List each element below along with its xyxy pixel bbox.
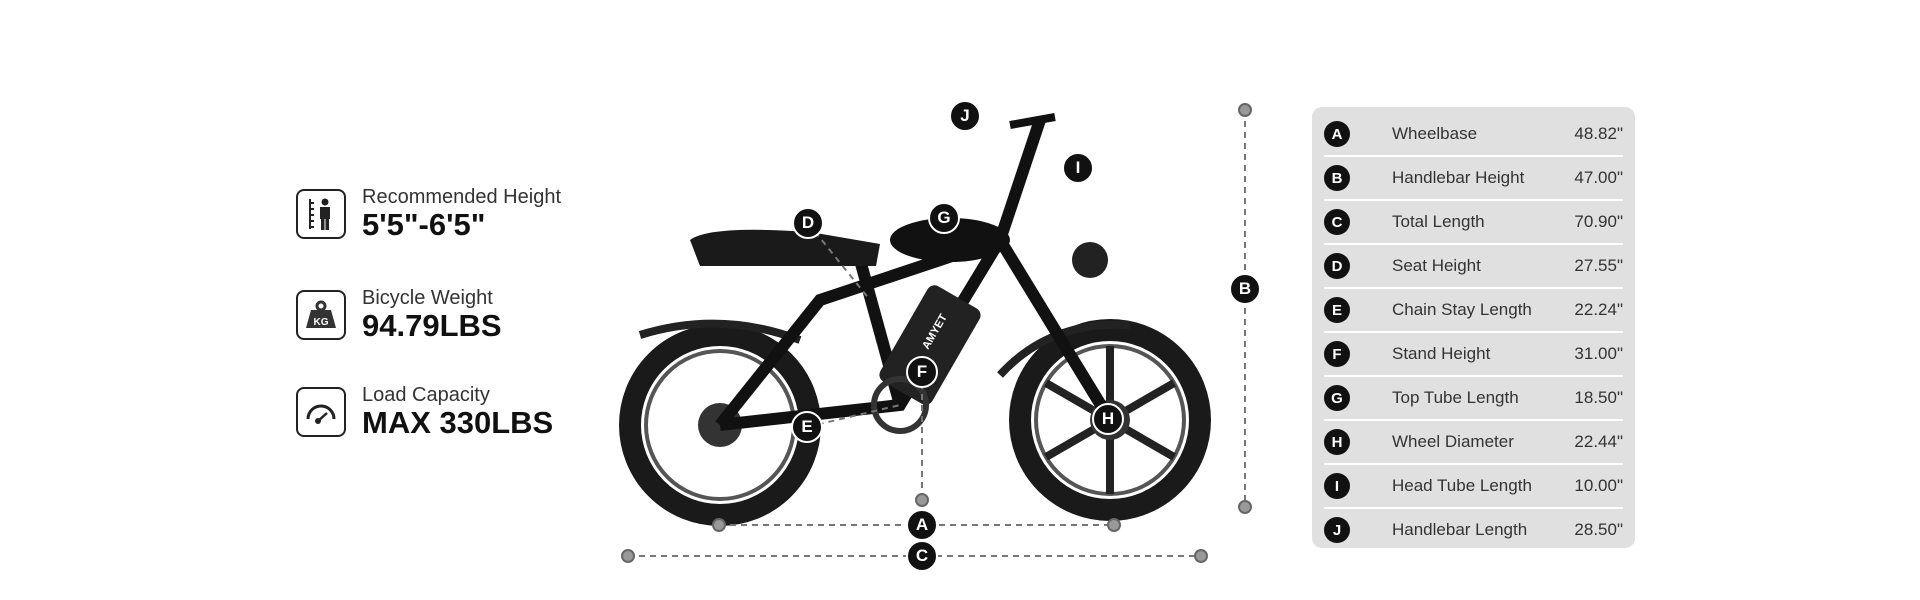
tank bbox=[890, 218, 1010, 262]
spec-row: G Top Tube Length 18.50" bbox=[1324, 377, 1623, 421]
spec-key-badge: G bbox=[1324, 385, 1350, 411]
spec-value: 70.90" bbox=[1574, 212, 1623, 231]
spec-name: Total Length bbox=[1392, 212, 1485, 231]
seat bbox=[690, 229, 880, 266]
dimension-endpoints bbox=[621, 103, 1252, 563]
spec-name: Chain Stay Length bbox=[1392, 300, 1532, 319]
feature-value: MAX 330LBS bbox=[362, 405, 554, 440]
gauge-icon bbox=[296, 387, 346, 437]
spec-row: I Head Tube Length 10.00" bbox=[1324, 465, 1623, 509]
feature-value: 5'5"-6'5" bbox=[362, 207, 486, 242]
spec-value: 48.82" bbox=[1574, 124, 1623, 143]
spec-value: 22.44" bbox=[1574, 432, 1623, 451]
spec-key-badge: A bbox=[1324, 121, 1350, 147]
spec-key-badge: H bbox=[1324, 429, 1350, 455]
spec-row: F Stand Height 31.00" bbox=[1324, 333, 1623, 377]
marker-a: A bbox=[906, 509, 938, 541]
spec-value: 28.50" bbox=[1574, 520, 1623, 539]
kg-weight-icon: KG bbox=[296, 290, 346, 340]
feature-label: Recommended Height bbox=[362, 186, 561, 208]
feature-label: Load Capacity bbox=[362, 384, 490, 406]
battery bbox=[879, 285, 981, 405]
spec-row: H Wheel Diameter 22.44" bbox=[1324, 421, 1623, 465]
spec-value: 31.00" bbox=[1574, 344, 1623, 363]
spec-key-badge: J bbox=[1324, 517, 1350, 543]
spec-name: Wheel Diameter bbox=[1392, 432, 1514, 451]
feature-label: Bicycle Weight bbox=[362, 287, 493, 309]
headlight bbox=[1072, 242, 1108, 278]
handlebar bbox=[1009, 113, 1056, 129]
spec-key-badge: D bbox=[1324, 253, 1350, 279]
spec-name: Top Tube Length bbox=[1392, 388, 1519, 407]
spec-row: B Handlebar Height 47.00" bbox=[1324, 157, 1623, 201]
marker-e: E bbox=[791, 411, 823, 443]
marker-b: B bbox=[1229, 273, 1261, 305]
spec-value: 18.50" bbox=[1574, 388, 1623, 407]
svg-text:KG: KG bbox=[314, 317, 329, 328]
spec-name: Wheelbase bbox=[1392, 124, 1478, 143]
spec-row: E Chain Stay Length 22.24" bbox=[1324, 289, 1623, 333]
marker-g: G bbox=[928, 202, 960, 234]
marker-f: F bbox=[906, 356, 938, 388]
marker-d: D bbox=[792, 207, 824, 239]
spec-name: Handlebar Height bbox=[1392, 168, 1525, 187]
chainring bbox=[871, 376, 929, 434]
spec-value: 27.55" bbox=[1574, 256, 1623, 275]
spec-key-badge: B bbox=[1324, 165, 1350, 191]
marker-i: I bbox=[1062, 152, 1094, 184]
spec-row: J Handlebar Length 28.50" bbox=[1324, 509, 1623, 551]
spec-value: 47.00" bbox=[1574, 168, 1623, 187]
spec-key-badge: I bbox=[1324, 473, 1350, 499]
spec-name: Handlebar Length bbox=[1392, 520, 1528, 539]
rear-fender bbox=[638, 319, 802, 344]
marker-j: J bbox=[949, 100, 981, 132]
spec-table: A Wheelbase 48.82" B Handlebar Height 47.00" C… bbox=[1312, 107, 1635, 548]
spec-row: A Wheelbase 48.82" bbox=[1324, 113, 1623, 157]
marker-h: H bbox=[1092, 403, 1124, 435]
spec-name: Stand Height bbox=[1392, 344, 1491, 363]
height-ruler-person-icon bbox=[296, 189, 346, 239]
feature-value: 94.79LBS bbox=[362, 308, 502, 343]
spec-value: 22.24" bbox=[1574, 300, 1623, 319]
marker-c: C bbox=[906, 540, 938, 572]
spec-key-badge: C bbox=[1324, 209, 1350, 235]
spec-name: Head Tube Length bbox=[1392, 476, 1532, 495]
spec-row: C Total Length 70.90" bbox=[1324, 201, 1623, 245]
spec-value: 10.00" bbox=[1574, 476, 1623, 495]
spec-row: D Seat Height 27.55" bbox=[1324, 245, 1623, 289]
spec-key-badge: F bbox=[1324, 341, 1350, 367]
spec-name: Seat Height bbox=[1392, 256, 1481, 275]
spec-key-badge: E bbox=[1324, 297, 1350, 323]
